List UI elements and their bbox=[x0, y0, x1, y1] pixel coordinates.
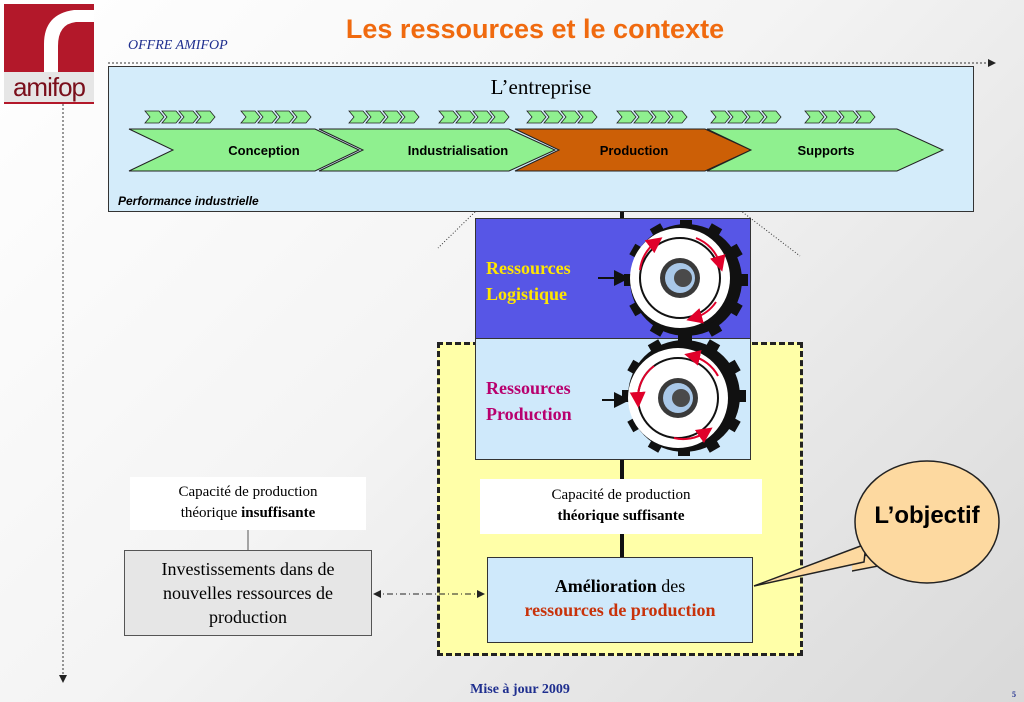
small-chevron-group-7 bbox=[710, 110, 782, 124]
enterprise-subtitle: Performance industrielle bbox=[118, 194, 259, 208]
small-chevron-group-6 bbox=[616, 110, 688, 124]
capacity-sufficient-line1: Capacité de production bbox=[551, 487, 691, 503]
capacity-insufficient-prefix: théorique bbox=[180, 505, 242, 521]
production-label-line2: Production bbox=[486, 404, 572, 424]
stage-label-production: Production bbox=[599, 143, 669, 158]
stage-label-industrialisation: Industrialisation bbox=[407, 143, 509, 158]
double-arrow-connector bbox=[373, 590, 485, 598]
capacity-sufficient-box: Capacité de production théorique suffisa… bbox=[480, 479, 762, 534]
logo-swoosh-icon bbox=[4, 4, 94, 76]
logistics-label-line1: Ressources bbox=[486, 258, 571, 278]
small-chevron-group-4 bbox=[438, 110, 510, 124]
logo-wordmark: amifop bbox=[4, 72, 94, 102]
page-title: Les ressources et le contexte bbox=[345, 14, 725, 44]
small-chevrons bbox=[144, 110, 876, 124]
small-chevron-group-2 bbox=[240, 110, 312, 124]
zoom-line-right bbox=[689, 171, 801, 257]
enterprise-title: L’entreprise bbox=[490, 75, 592, 99]
chevron-supports bbox=[706, 128, 945, 172]
production-label-line1: Ressources bbox=[486, 378, 571, 398]
footer-update: Mise à jour 2009 bbox=[470, 682, 570, 697]
small-chevron-group-1 bbox=[144, 110, 216, 124]
objective-label: L’objectif bbox=[874, 502, 980, 529]
page-number: 5 bbox=[1012, 690, 1016, 699]
value-chain bbox=[128, 110, 945, 172]
improvement-rest: des bbox=[656, 576, 686, 596]
capacity-sufficient-emphasis: théorique suffisante bbox=[557, 508, 685, 524]
small-chevron-group-3 bbox=[348, 110, 420, 124]
small-chevron-group-5 bbox=[526, 110, 598, 124]
stage-label-supports: Supports bbox=[797, 143, 855, 158]
stage-label-conception: Conception bbox=[228, 143, 300, 158]
chevron-conception bbox=[128, 128, 361, 172]
gear-logistics-icon bbox=[624, 220, 748, 342]
enterprise-box: L’entreprise bbox=[108, 66, 974, 212]
amifop-logo: amifop bbox=[4, 4, 94, 104]
improvement-emphasis: Amélioration bbox=[554, 576, 657, 596]
chevron-industrialisation bbox=[318, 128, 557, 172]
capacity-insufficient-box: Capacité de production théorique insuffi… bbox=[130, 477, 366, 530]
investments-box: Investissements dans de nouvelles ressou… bbox=[124, 550, 372, 636]
small-chevron-group-8 bbox=[804, 110, 876, 124]
improvement-line1: Amélioration des bbox=[488, 574, 752, 598]
improvement-line2: ressources de production bbox=[524, 600, 716, 620]
gear-production-icon bbox=[622, 334, 746, 456]
logistics-label-line2: Logistique bbox=[486, 284, 568, 304]
capacity-insufficient-emphasis: insuffisante bbox=[241, 505, 316, 521]
capacity-sufficient-line2: théorique suffisante bbox=[480, 506, 762, 527]
capacity-insufficient-line2: théorique insuffisante bbox=[130, 503, 366, 524]
chevron-production bbox=[514, 128, 753, 172]
objective-bubble-body bbox=[854, 460, 1000, 584]
gears-illustration bbox=[598, 220, 748, 456]
brand-label: OFFRE AMIFOP bbox=[128, 38, 228, 53]
improvement-box: Amélioration des ressources de productio… bbox=[487, 557, 753, 643]
capacity-insufficient-line1: Capacité de production bbox=[178, 484, 318, 500]
